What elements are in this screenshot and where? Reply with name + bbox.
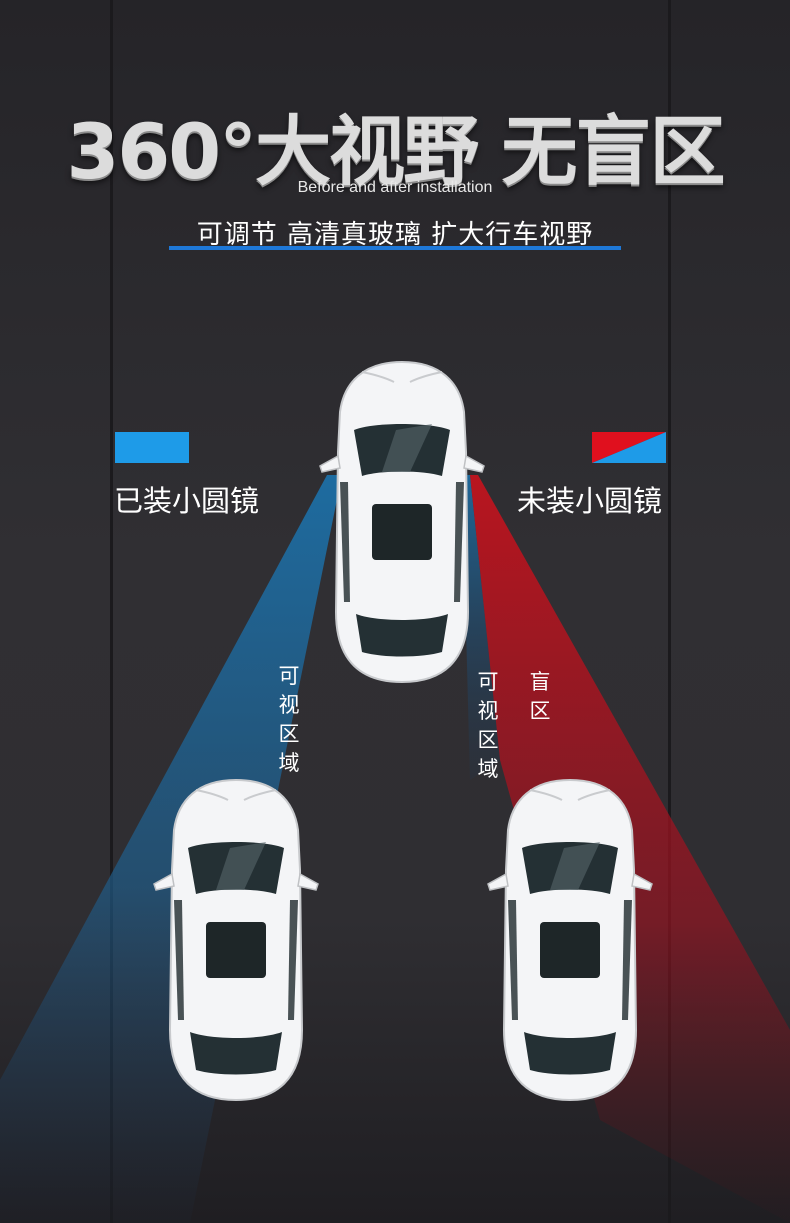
visible-zone-right-cone — [462, 475, 500, 780]
headline: 360°大视野 无盲区 — [66, 107, 725, 196]
legend-swatch-not-installed-blue — [592, 432, 666, 463]
legend-label-not-installed: 未装小圆镜 — [517, 484, 663, 518]
subtitle-chinese: 可调节 高清真玻璃 扩大行车视野 — [196, 220, 594, 250]
car-rear-left — [153, 779, 319, 1101]
zone-label-blind: 盲区 — [529, 670, 551, 723]
legend-swatch-installed — [115, 432, 189, 463]
legend-label-installed: 已装小圆镜 — [114, 484, 260, 518]
car-front — [319, 361, 485, 683]
visible-zone-left-cone — [0, 475, 342, 1223]
lane-line-left — [110, 0, 113, 1223]
lane-line-right — [668, 0, 671, 1223]
zone-label-visible-left: 可视区域 — [278, 664, 300, 775]
subtitle-underline — [169, 246, 621, 250]
subtitle-english: Before and after installation — [297, 179, 493, 196]
car-rear-right — [487, 779, 653, 1101]
zone-label-visible-right: 可视区域 — [477, 670, 499, 781]
